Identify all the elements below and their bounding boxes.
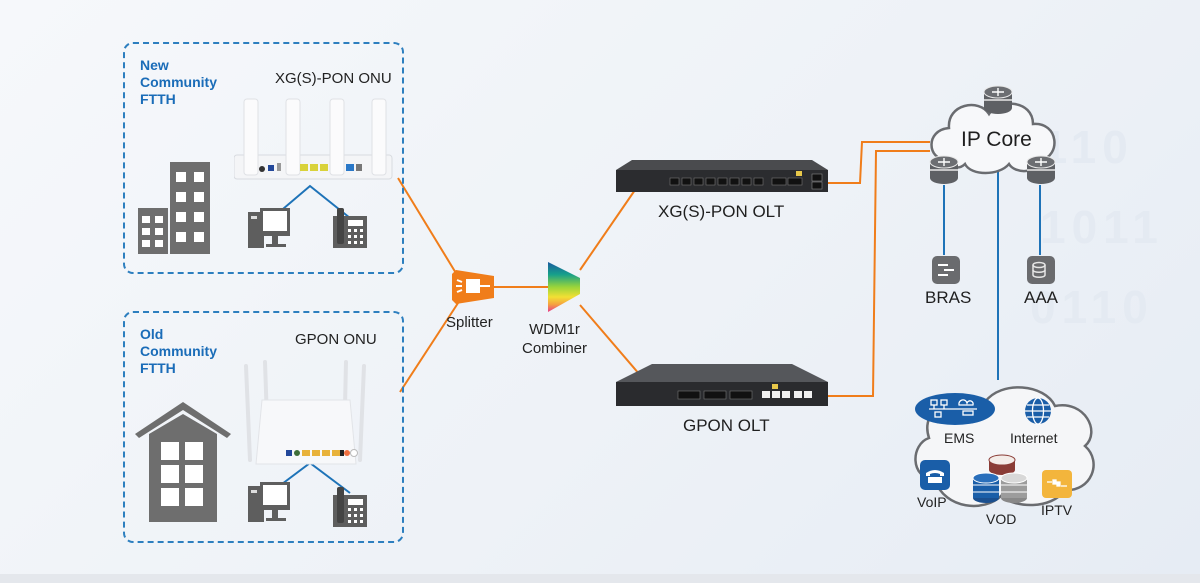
desktop-computer-icon [248, 208, 290, 248]
voip-label: VoIP [917, 494, 947, 510]
ip-core-label: IP Core [961, 128, 1032, 151]
storage-disks-icon [972, 454, 1028, 503]
ems-label: EMS [944, 430, 975, 446]
old-community-box [123, 311, 404, 543]
internet-label: Internet [1010, 430, 1058, 446]
xgspon-olt-label: XG(S)-PON OLT [658, 202, 785, 221]
ip-core-cloud [930, 102, 1056, 175]
bottom-band [0, 574, 1200, 583]
wdm1r-combiner-icon [548, 262, 580, 312]
gpon-olt-device [616, 364, 828, 406]
fiber-combiner-to-gpon-olt [579, 304, 641, 376]
aaa-label: AAA [1024, 288, 1059, 307]
phone-icon [920, 460, 950, 490]
uplink-gpon-olt-to-core [828, 150, 930, 397]
xgspon-onu-router [234, 98, 393, 180]
fiber-old-onu-to-splitter [399, 299, 461, 393]
ems-network-icon [915, 393, 995, 425]
gpon-onu-label: GPON ONU [295, 331, 377, 348]
fiber-combiner-to-xgspon-olt [579, 189, 636, 271]
background-binary-pattern: 0110 [1030, 281, 1154, 333]
vod-label: VOD [986, 511, 1017, 527]
bras-switch-icon [932, 256, 960, 284]
gpon-olt-label: GPON OLT [683, 416, 770, 435]
splitter-icon [452, 270, 494, 304]
core-router-icon [1026, 155, 1056, 184]
xgspon-olt-device [616, 160, 828, 192]
xgspon-onu-label: XG(S)-PON ONU [275, 70, 392, 87]
office-buildings-icon [138, 162, 210, 254]
splitter-label: Splitter [446, 314, 493, 331]
gpon-onu-router [244, 360, 366, 465]
combiner-label: WDM1r Combiner [522, 321, 588, 357]
uplink-xgspon-olt-to-core [828, 141, 930, 184]
telephone-icon [333, 208, 367, 248]
house-building-icon [135, 402, 231, 522]
old-community-title: Old Community FTTH [140, 326, 217, 376]
bras-label: BRAS [925, 288, 972, 307]
telephone-icon [333, 487, 367, 527]
iptv-icon [1042, 470, 1072, 498]
iptv-label: IPTV [1041, 502, 1073, 518]
new-community-title: New Community FTTH [140, 57, 217, 107]
aaa-database-icon [1027, 256, 1055, 284]
new-community-box [123, 42, 404, 274]
globe-icon [1025, 397, 1051, 425]
desktop-computer-icon [248, 482, 290, 522]
core-router-icon [983, 85, 1013, 114]
core-router-icon [929, 155, 959, 184]
fiber-new-onu-to-splitter [397, 177, 463, 284]
background-binary-pattern: 1011 [1040, 201, 1164, 253]
